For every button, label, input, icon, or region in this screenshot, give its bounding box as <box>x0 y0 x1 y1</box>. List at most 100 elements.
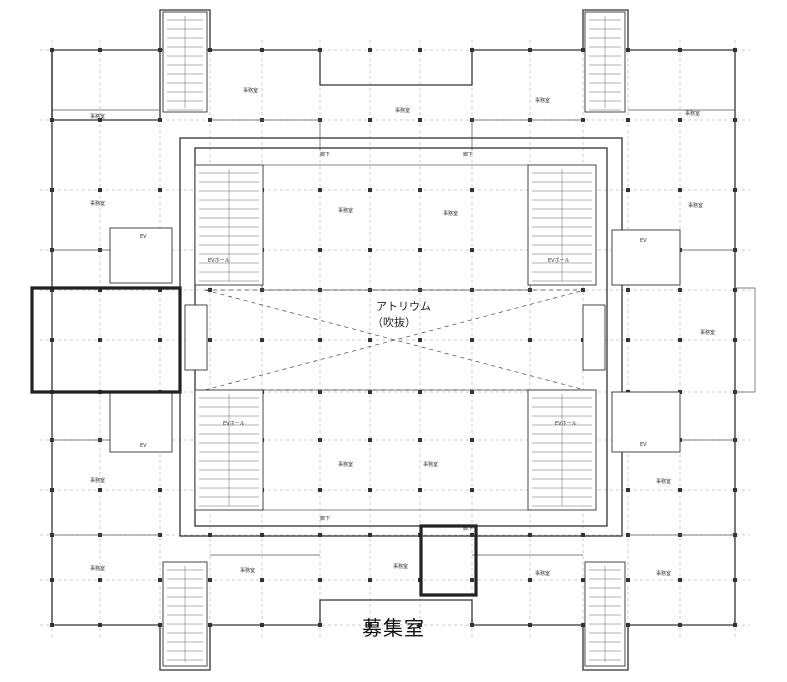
column <box>418 48 422 52</box>
svg-text:廊下: 廊下 <box>463 525 473 532</box>
column <box>260 338 264 342</box>
svg-text:事務室: 事務室 <box>90 565 105 572</box>
column <box>678 288 682 292</box>
column <box>318 438 322 442</box>
column <box>318 390 322 394</box>
column <box>318 248 322 252</box>
column <box>98 288 102 292</box>
svg-text:事務室: 事務室 <box>240 567 255 574</box>
structural-columns <box>50 48 737 627</box>
column <box>470 438 474 442</box>
column <box>368 48 372 52</box>
column <box>528 338 532 342</box>
svg-text:EV: EV <box>640 442 647 448</box>
column <box>158 488 162 492</box>
column <box>368 248 372 252</box>
column <box>626 488 630 492</box>
column <box>470 578 474 582</box>
svg-text:EVホール: EVホール <box>208 258 230 264</box>
svg-text:事務室: 事務室 <box>90 200 105 207</box>
column <box>368 390 372 394</box>
atrium-label-sub: （吹抜） <box>372 315 416 329</box>
column <box>208 533 212 537</box>
svg-text:事務室: 事務室 <box>243 87 258 94</box>
structural-grid <box>40 40 750 640</box>
column <box>678 578 682 582</box>
column <box>318 188 322 192</box>
column <box>581 533 585 537</box>
column <box>368 533 372 537</box>
svg-text:EVホール: EVホール <box>548 258 570 264</box>
column <box>158 338 162 342</box>
column <box>418 488 422 492</box>
column <box>98 188 102 192</box>
column <box>418 248 422 252</box>
vacant-unit-south <box>419 524 478 597</box>
column <box>418 188 422 192</box>
column <box>98 578 102 582</box>
column <box>368 438 372 442</box>
svg-text:EVホール: EVホール <box>223 421 245 427</box>
vacant-unit-highlights <box>30 286 478 597</box>
svg-text:事務室: 事務室 <box>90 477 105 484</box>
column <box>208 578 212 582</box>
svg-text:事務室: 事務室 <box>393 563 408 570</box>
svg-text:事務室: 事務室 <box>443 210 458 217</box>
svg-text:事務室: 事務室 <box>338 207 353 214</box>
column <box>470 188 474 192</box>
atrium-void: アトリウム （吹抜） <box>204 289 586 391</box>
service-cores <box>109 164 681 511</box>
column <box>318 488 322 492</box>
column <box>260 578 264 582</box>
svg-text:事務室: 事務室 <box>535 97 550 104</box>
column <box>626 118 630 122</box>
vacant-room-caption: 募集室 <box>362 616 425 640</box>
column <box>470 390 474 394</box>
column <box>470 338 474 342</box>
svg-text:事務室: 事務室 <box>338 461 353 468</box>
column <box>626 338 630 342</box>
column <box>158 578 162 582</box>
column <box>368 118 372 122</box>
column <box>418 623 422 627</box>
svg-text:EV: EV <box>140 443 147 449</box>
svg-text:事務室: 事務室 <box>90 113 105 120</box>
column <box>678 188 682 192</box>
column <box>626 288 630 292</box>
column <box>470 533 474 537</box>
svg-text:事務室: 事務室 <box>700 329 715 336</box>
room-labels: 事務室 事務室 事務室 事務室 事務室 事務室 事務室 事務室 事務室 事務室 … <box>90 87 715 577</box>
column <box>418 438 422 442</box>
column <box>470 488 474 492</box>
column <box>208 288 212 292</box>
column <box>528 578 532 582</box>
svg-text:事務室: 事務室 <box>395 107 410 114</box>
column <box>626 188 630 192</box>
column <box>318 578 322 582</box>
column <box>626 578 630 582</box>
column <box>158 188 162 192</box>
svg-text:EV: EV <box>640 238 647 244</box>
svg-text:廊下: 廊下 <box>463 151 473 158</box>
core-detail <box>167 16 621 662</box>
column <box>98 338 102 342</box>
column <box>678 118 682 122</box>
column <box>678 338 682 342</box>
column <box>581 578 585 582</box>
column <box>98 488 102 492</box>
svg-text:事務室: 事務室 <box>685 110 700 117</box>
column <box>158 288 162 292</box>
svg-text:廊下: 廊下 <box>320 515 330 522</box>
column <box>678 488 682 492</box>
svg-text:EVホール: EVホール <box>555 421 577 427</box>
column <box>318 533 322 537</box>
column <box>318 338 322 342</box>
column <box>260 533 264 537</box>
svg-text:事務室: 事務室 <box>535 570 550 577</box>
building-outline <box>51 9 756 671</box>
atrium-label: アトリウム <box>376 300 431 313</box>
svg-text:事務室: 事務室 <box>423 461 438 468</box>
column <box>368 188 372 192</box>
svg-text:事務室: 事務室 <box>656 478 671 485</box>
column <box>368 623 372 627</box>
